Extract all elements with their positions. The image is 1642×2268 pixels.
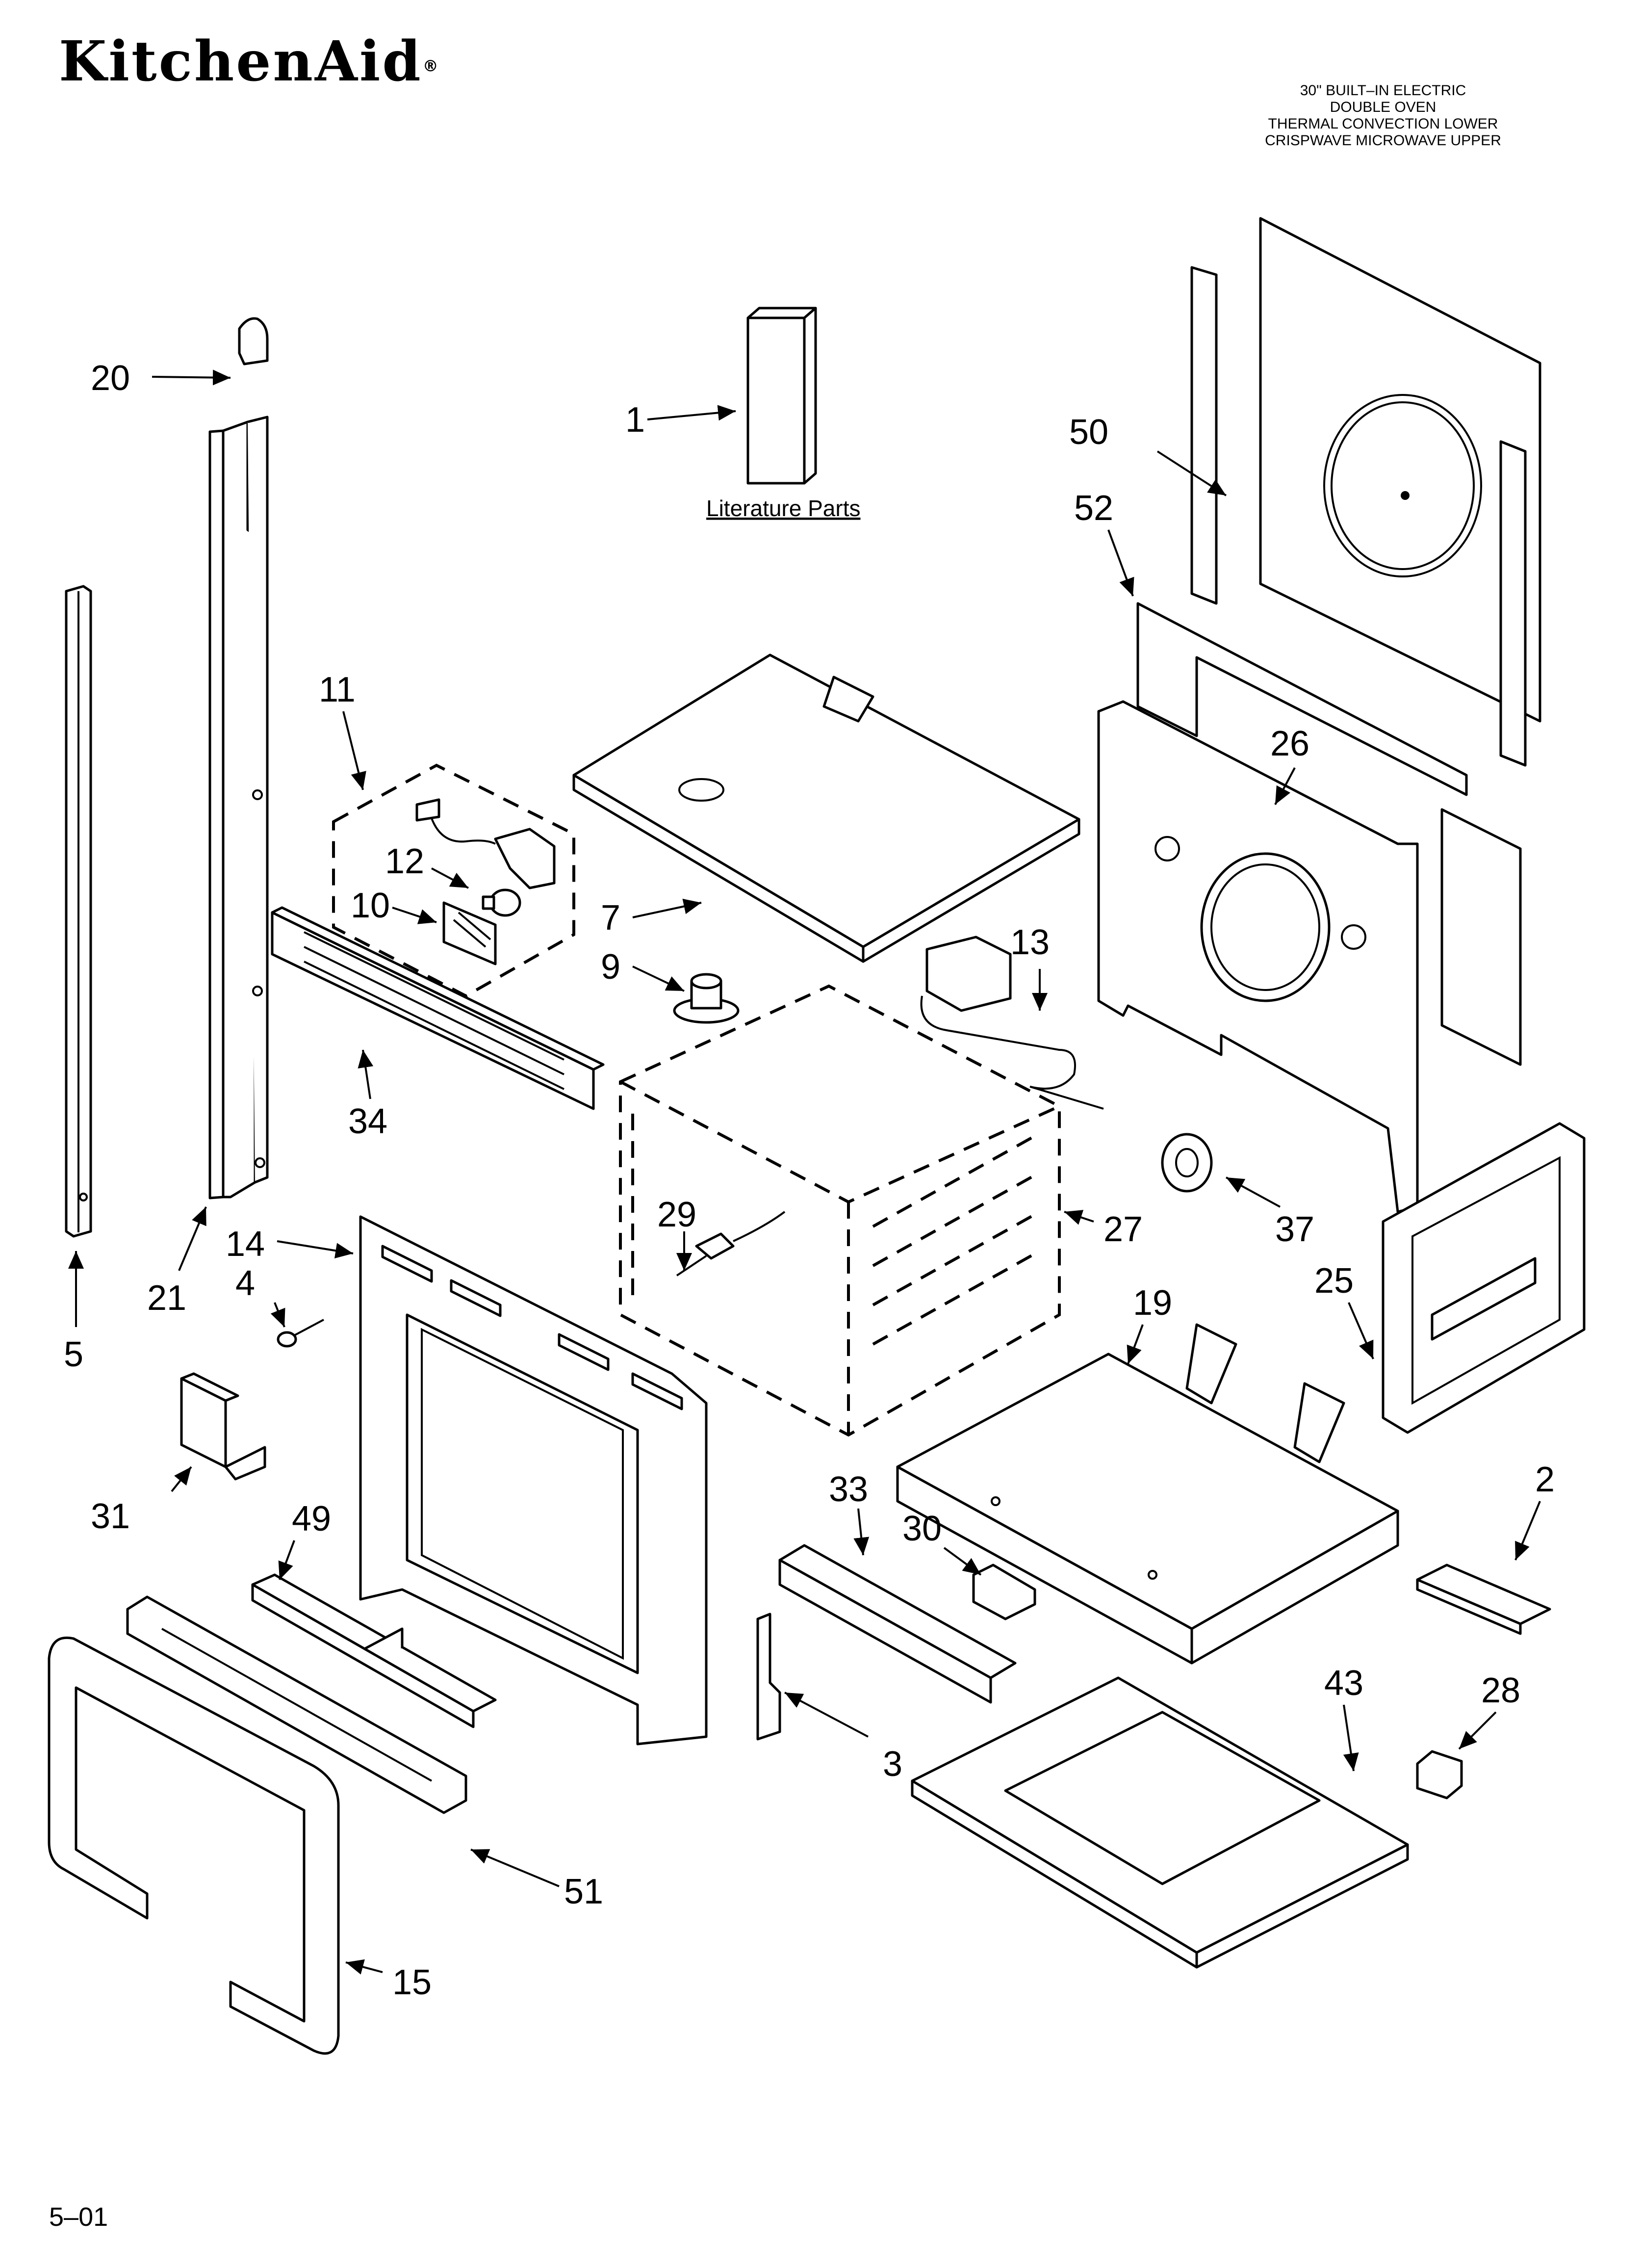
model-title: 30" BUILT–IN ELECTRIC DOUBLE OVEN THERMA… [1211, 82, 1555, 149]
model-title-line-4: CRISPWAVE MICROWAVE UPPER [1265, 132, 1501, 149]
callout-27: 27 [1103, 1210, 1143, 1249]
callout-10: 10 [351, 886, 390, 925]
model-title-line-2: DOUBLE OVEN [1330, 99, 1437, 115]
callout-13: 13 [1010, 923, 1050, 962]
part-2-mount-bracket [1416, 1564, 1551, 1635]
callout-33: 33 [829, 1470, 868, 1509]
callout-29: 29 [657, 1195, 696, 1234]
callout-1: 1 [625, 400, 645, 440]
callout-28: 28 [1481, 1671, 1520, 1710]
callout-19: 19 [1133, 1283, 1172, 1323]
part-1-literature [746, 307, 817, 485]
callout-21: 21 [147, 1278, 186, 1318]
logo-text: KitchenAid [59, 29, 423, 94]
part-7-top-panel [572, 653, 1080, 963]
part-33-rail [778, 1544, 1017, 1704]
registered-mark: ® [422, 56, 438, 76]
part-11-lamp-socket [415, 798, 556, 889]
part-11-lamp-assembly-outline [332, 763, 575, 998]
part-26-fan-baffle [1097, 700, 1522, 1213]
part-19-bottom-panel [896, 1323, 1399, 1665]
part-50-rear-panel [1190, 217, 1541, 767]
footer-code: 5–01 [49, 2202, 108, 2232]
part-52-inner-panel [1136, 602, 1468, 796]
callout-43: 43 [1324, 1664, 1363, 1703]
callout-20: 20 [91, 359, 130, 398]
part-15-gasket [48, 1636, 340, 2055]
part-49-lower-bracket [251, 1573, 497, 1728]
part-28-connector [1416, 1750, 1463, 1799]
model-title-line-3: THERMAL CONVECTION LOWER [1268, 116, 1498, 132]
part-4-screw [277, 1319, 324, 1348]
part-37-gasket [1161, 1133, 1213, 1193]
callout-31: 31 [91, 1497, 130, 1536]
callout-25: 25 [1314, 1261, 1354, 1301]
part-12-lamp-bulb [482, 888, 521, 917]
part-5-rail [65, 585, 92, 1238]
callout-2: 2 [1535, 1460, 1555, 1499]
part-34-vent-grille [271, 906, 605, 1110]
callout-49: 49 [292, 1499, 331, 1538]
callout-14: 14 [226, 1225, 265, 1264]
callout-9: 9 [601, 947, 620, 987]
part-3-bracket [756, 1613, 781, 1741]
part-51-lower-trim [126, 1595, 467, 1814]
part-25-side-panel [1382, 1122, 1586, 1434]
callout-37: 37 [1275, 1210, 1314, 1249]
callout-30: 30 [902, 1509, 942, 1548]
part-30-clip [972, 1564, 1036, 1620]
callout-4: 4 [235, 1264, 255, 1303]
callout-51: 51 [564, 1872, 603, 1911]
part-20-end-cap [238, 317, 269, 365]
part-31-bracket [180, 1372, 266, 1481]
model-title-line-1: 30" BUILT–IN ELECTRIC [1300, 82, 1466, 99]
part-27-oven-cavity [619, 984, 1061, 1437]
callout-11: 11 [319, 670, 356, 709]
callout-52: 52 [1074, 489, 1113, 528]
kitchenaid-logo: KitchenAid® [59, 34, 438, 89]
part-13-sensor [920, 936, 1104, 1110]
callout-numbers: 1 20 50 52 11 12 10 7 9 13 34 26 37 27 2… [64, 359, 1555, 2002]
callout-12: 12 [385, 842, 424, 881]
callout-7: 7 [601, 898, 620, 938]
callout-34: 34 [348, 1102, 387, 1141]
callout-50: 50 [1069, 413, 1108, 452]
callout-5: 5 [64, 1335, 83, 1374]
literature-parts-label: Literature Parts [706, 495, 860, 521]
part-9-fan-motor [673, 973, 740, 1024]
callout-26: 26 [1270, 724, 1309, 763]
callout-3: 3 [883, 1745, 902, 1784]
callout-15: 15 [392, 1963, 432, 2002]
leader-lines [68, 369, 1541, 1975]
part-21-side-trim [208, 416, 269, 1199]
part-43-base-tray [911, 1676, 1409, 1969]
part-10-lens [442, 901, 497, 965]
part-14-front-frame [359, 1215, 708, 1746]
